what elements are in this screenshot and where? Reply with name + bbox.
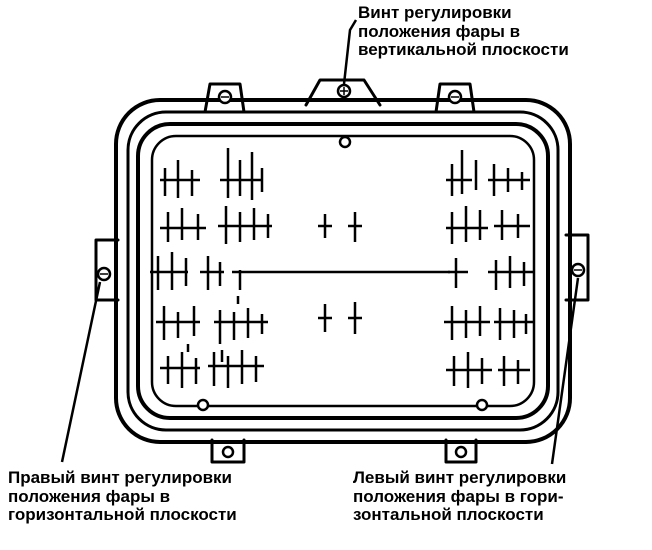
leader-right-screw [60,281,102,463]
right-screw-label: Правый винт регулировки положения фары в… [8,468,237,524]
top-hole [338,135,352,149]
vertical-screw-label: Винт регулировки положения фары в вертик… [358,3,569,59]
headlight-frame-outer [126,110,560,432]
bottom-left-hole [196,398,210,412]
leader-left-screw [550,277,580,465]
bottom-right-hole [475,398,489,412]
lens-pattern-right [444,150,534,388]
lens-pattern-left [150,148,272,388]
lens-pattern-center [232,212,450,334]
bottom-left-tab-screw [221,445,235,459]
bottom-right-tab-screw [454,445,468,459]
headlight-housing [114,98,572,444]
headlight-frame-inner [136,122,550,420]
left-screw-label: Левый винт регулировки положения фары в … [353,468,567,524]
leader-vertical-screw [342,19,358,85]
bottom-mount-tabs [210,438,478,464]
side-mount-tabs [94,233,590,302]
leader-lines [60,19,580,465]
